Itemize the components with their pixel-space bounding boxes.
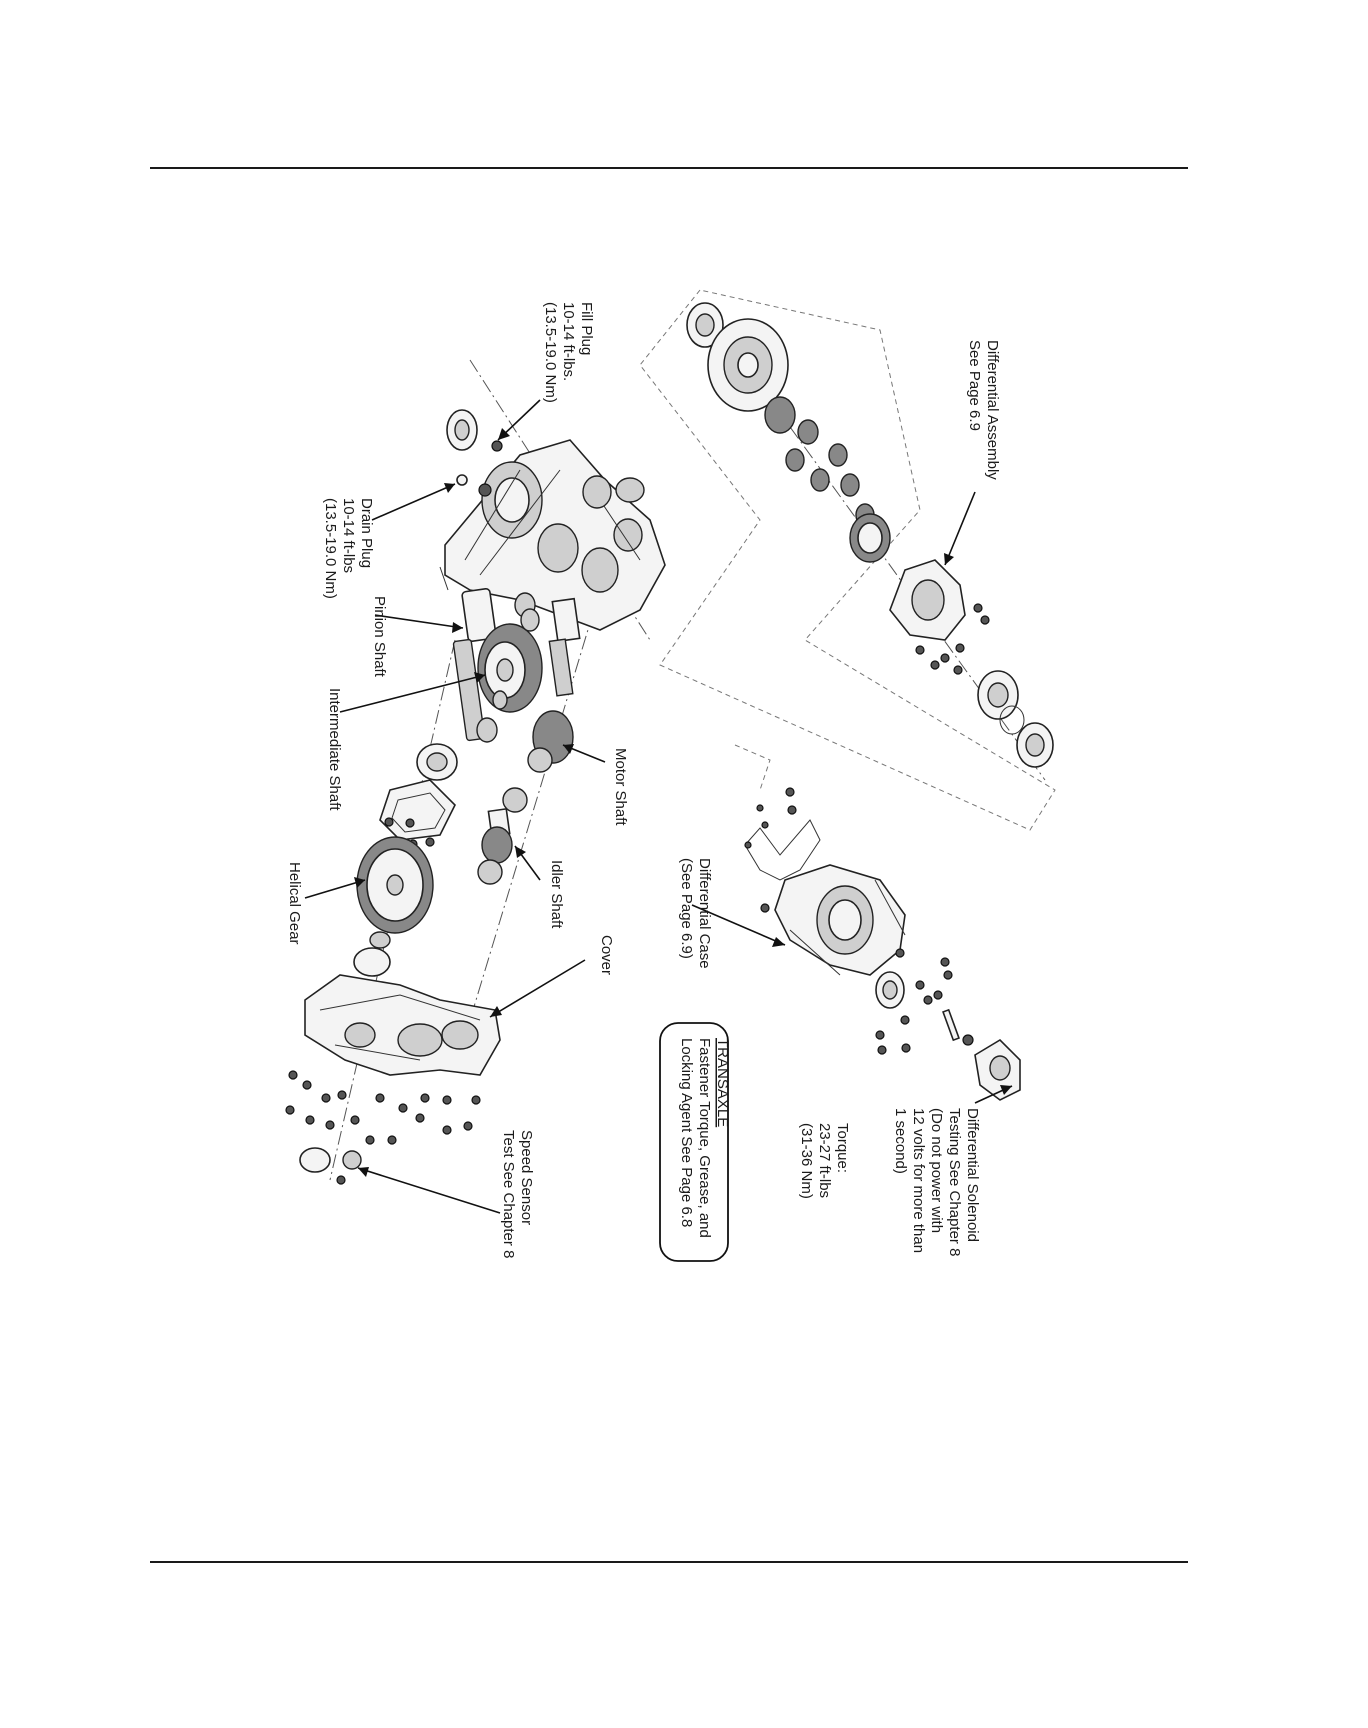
- transaxle-note-text: TRANSAXLE Fastener Torque, Grease, and L…: [678, 1038, 731, 1242]
- differential-assembly-outline: [639, 289, 1056, 831]
- bearing: [527, 747, 553, 773]
- differential-solenoid-label: Differential Solenoid Testing See Chapte…: [892, 1108, 981, 1261]
- speed-sensor-bolt: [336, 1175, 346, 1185]
- pinion-shaft-label: Pinion Shaft: [371, 596, 388, 678]
- gasket-plate: [379, 779, 456, 841]
- bearing-inner: [426, 752, 448, 772]
- fill-plug-label: Fill Plug 10-14 ft-lbs. (13.5-19.0 Nm): [542, 302, 595, 403]
- output-seal: [299, 1147, 331, 1173]
- motor-shaft-label: Motor Shaft: [612, 748, 629, 826]
- cover-label: Cover: [598, 935, 615, 975]
- differential-case: [744, 787, 974, 1055]
- differential-assembly: [686, 302, 1054, 768]
- fill-plug: [491, 440, 503, 452]
- solenoid-torque-label: Torque: 23-27 ft-lbs (31-36 Nm): [798, 1123, 851, 1202]
- transaxle-note-box: [659, 1022, 729, 1262]
- intermediate-shaft-label: Intermediate Shaft: [326, 688, 343, 811]
- fill-plug-seal-inner: [454, 419, 470, 441]
- idler-shaft: [481, 807, 513, 864]
- transaxle-note-title: TRANSAXLE: [714, 1038, 731, 1127]
- bearing: [477, 859, 503, 885]
- pinion-shaft: [452, 588, 497, 742]
- leader-arrows: [304, 399, 1013, 1214]
- header-rule: [150, 167, 1188, 169]
- cover: [304, 974, 501, 1076]
- axis-line: [469, 589, 601, 1021]
- bearing: [582, 475, 612, 509]
- spacer: [369, 931, 391, 949]
- washer: [492, 690, 508, 710]
- drain-plug-label: Drain Plug 10-14 ft-lbs (13.5-19.0 Nm): [322, 498, 375, 599]
- differential-assembly-label: Differential Assembly See Page 6.9: [966, 340, 1001, 484]
- differential-solenoid: [974, 1038, 1021, 1101]
- bearing: [520, 608, 540, 632]
- bearing: [353, 947, 391, 977]
- speed-sensor-label: Speed Sensor Test See Chapter 8: [500, 1130, 535, 1258]
- idler-shaft-label: Idler Shaft: [548, 860, 565, 929]
- footer-rule: [150, 1561, 1188, 1563]
- helical-gear-label: Helical Gear: [286, 862, 303, 945]
- speed-sensor: [342, 1150, 362, 1170]
- intermediate-gear: [477, 623, 543, 713]
- bearing: [502, 787, 528, 813]
- cover-bolts: [285, 1070, 481, 1145]
- bearing: [476, 717, 498, 743]
- differential-case-label: Differential Case (See Page 6.9): [678, 858, 713, 973]
- helical-gear: [356, 836, 434, 934]
